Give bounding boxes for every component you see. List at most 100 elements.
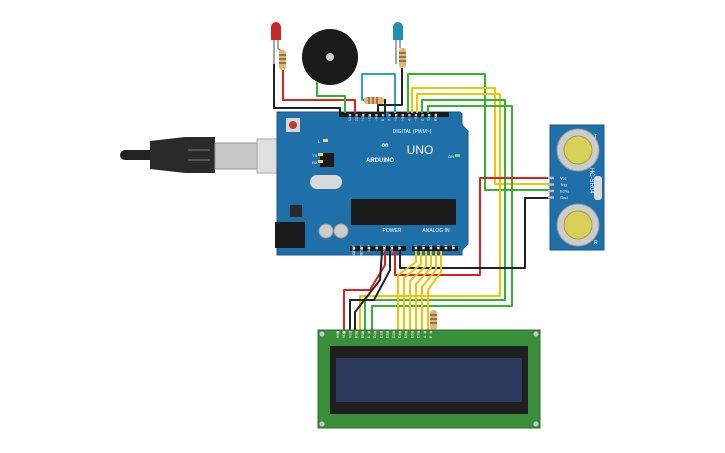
wire-lcd-d6	[409, 251, 427, 330]
power-label: IOREF	[352, 245, 356, 255]
arduino-brand: ARDUINO	[366, 158, 394, 164]
blue-led-body	[393, 22, 403, 40]
power-pin	[398, 247, 401, 250]
digital-pin	[428, 114, 431, 117]
resistor-2-bands	[399, 52, 406, 62]
lcd-pin	[343, 331, 346, 334]
digital-label: ~10	[368, 115, 372, 121]
analog-label: A2	[429, 245, 433, 249]
atmega-chip	[351, 199, 456, 225]
resistor-4-bands	[430, 314, 437, 324]
lcd-pin	[361, 331, 364, 334]
voltage-regulator	[290, 205, 302, 217]
digital-pin	[368, 114, 371, 117]
resistor-red-led	[279, 50, 286, 70]
digital-label: ~5	[401, 117, 405, 121]
lcd-label: RS	[355, 333, 359, 338]
lcd-pin	[386, 331, 389, 334]
arduino-logo: ∞	[381, 140, 388, 151]
power-pin	[360, 247, 363, 250]
power-label: Vin	[398, 245, 402, 250]
wire-lcd-vdd	[343, 251, 386, 330]
lcd-pin	[417, 331, 420, 334]
lcd-pin	[398, 331, 402, 334]
lcd-pin	[349, 331, 352, 334]
lcd-label: D5	[404, 334, 408, 338]
usb-connector	[214, 142, 258, 170]
digital-header-right	[389, 112, 449, 117]
wire-red-led	[282, 70, 356, 113]
digital-label: ~3	[414, 117, 418, 121]
resistor-3-bands	[368, 97, 378, 104]
sensor-pin-label: Echo	[560, 189, 570, 194]
lcd-pin	[336, 331, 340, 334]
digital-label: ~11	[361, 115, 365, 121]
digital-label: TX 1	[427, 114, 431, 121]
arduino-model: UNO	[407, 143, 434, 157]
sensor-transducer-top-inner	[563, 135, 593, 165]
usb-plug-grip	[188, 149, 210, 161]
digital-label: 4	[407, 119, 411, 121]
analog-header	[412, 246, 458, 251]
power-pin	[352, 247, 356, 250]
wire-lcd-gnd	[349, 251, 391, 330]
wire-lcd-d7	[415, 251, 432, 330]
power-label: 5V	[375, 244, 379, 249]
digital-pin	[401, 114, 404, 117]
digital-pin	[348, 114, 352, 117]
lcd-label: D6	[410, 334, 414, 338]
digital-pin	[395, 114, 398, 117]
led-on-label: ON	[448, 154, 454, 159]
wire-trig	[407, 73, 550, 191]
lcd-hole-tr	[533, 331, 539, 337]
lcd-label: K	[429, 335, 433, 338]
sensor-transducer-bottom-inner	[563, 210, 593, 240]
power-label: GND	[390, 244, 394, 252]
buzzer-center	[326, 53, 334, 61]
led-tx	[318, 153, 323, 156]
sensor-label-t: T	[594, 134, 597, 140]
digital-pin	[388, 114, 391, 117]
reset-button-cap	[289, 121, 297, 129]
digital-pin	[362, 114, 365, 117]
crystal	[310, 175, 342, 189]
led-on	[455, 154, 460, 157]
power-pin	[368, 247, 371, 250]
digital-pin	[381, 114, 385, 117]
resistor-3-body	[364, 97, 384, 104]
led-rx	[318, 160, 323, 163]
sensor-pin-label: Gnd	[560, 195, 568, 200]
lcd-pin	[355, 331, 358, 334]
lcd-label: D1	[379, 334, 383, 338]
wire-buzzer-res	[384, 99, 386, 113]
analog-label: A1	[422, 245, 426, 249]
blue-led-legs	[395, 40, 401, 64]
power-label: 3.3V	[367, 244, 371, 252]
digital-label: 2	[421, 119, 425, 121]
analog-label: A5	[452, 245, 456, 249]
sensor-pin	[548, 176, 554, 180]
lcd-pin	[380, 331, 383, 334]
power-header-label: POWER	[383, 228, 402, 234]
analog-pin	[429, 247, 433, 250]
wire-blue-res	[377, 68, 403, 113]
lcd-label: D7	[417, 334, 421, 338]
lcd-pin	[429, 331, 433, 334]
sensor-pin-label: Trig	[560, 182, 567, 187]
digital-label: ~6	[394, 117, 398, 121]
lcd-pin	[392, 331, 395, 334]
lcd-label: D3	[392, 334, 396, 338]
digital-label: RX 0	[434, 113, 438, 121]
lcd-label: D2	[386, 334, 390, 338]
resistor-1-body	[279, 50, 286, 70]
wires	[273, 64, 550, 330]
sensor-label-r: R	[594, 240, 598, 246]
digital-label: ~9	[374, 117, 378, 121]
power-label: GND	[382, 244, 386, 252]
digital-label: 13	[348, 117, 352, 121]
arduino-uno-board: ∞ ARDUINO UNO DIGITAL (PWM~) POWER ANALO…	[275, 111, 469, 256]
led-rx-label: RX	[312, 160, 318, 165]
